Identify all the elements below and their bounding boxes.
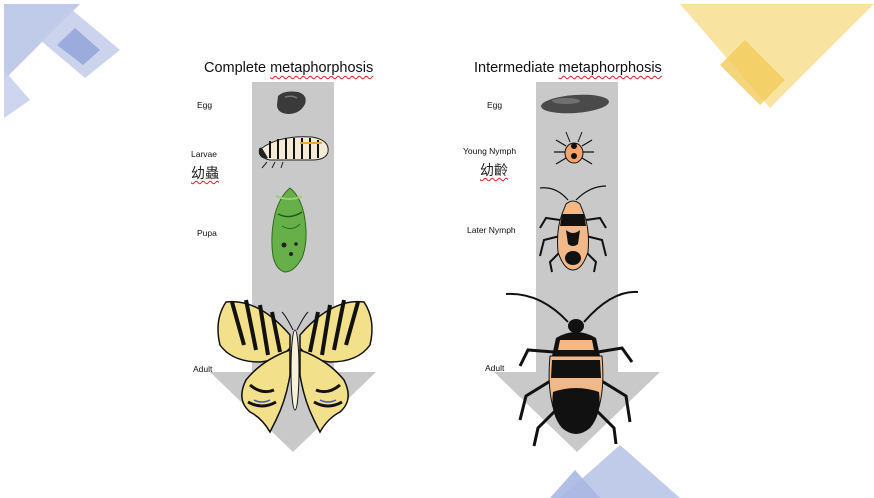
stage-label-young-nymph: Young Nymph bbox=[463, 146, 516, 156]
intermediate-metamorphosis-title: Intermediate metaphorphosis bbox=[474, 60, 662, 76]
stage-label-egg-right: Egg bbox=[487, 100, 502, 110]
stage-label-adult-right: Adult bbox=[485, 363, 504, 373]
stage-label-pupa: Pupa bbox=[197, 228, 217, 238]
stage-label-larvae: Larvae bbox=[191, 149, 217, 159]
stage-label-egg-left: Egg bbox=[197, 100, 212, 110]
stage-label-larvae-chinese: 幼蟲 bbox=[191, 163, 219, 183]
complete-metamorphosis-title: Complete metaphorphosis bbox=[204, 60, 373, 76]
intermediate-title-plain: Intermediate bbox=[474, 60, 559, 76]
complete-title-underlined: metaphorphosis bbox=[270, 60, 373, 76]
complete-title-plain: Complete bbox=[204, 60, 270, 76]
stage-label-young-nymph-chinese: 幼齡 bbox=[480, 160, 508, 180]
stage-label-later-nymph: Later Nymph bbox=[467, 225, 516, 235]
intermediate-title-underlined: metaphorphosis bbox=[559, 60, 662, 76]
stage-label-adult-left: Adult bbox=[193, 364, 212, 374]
